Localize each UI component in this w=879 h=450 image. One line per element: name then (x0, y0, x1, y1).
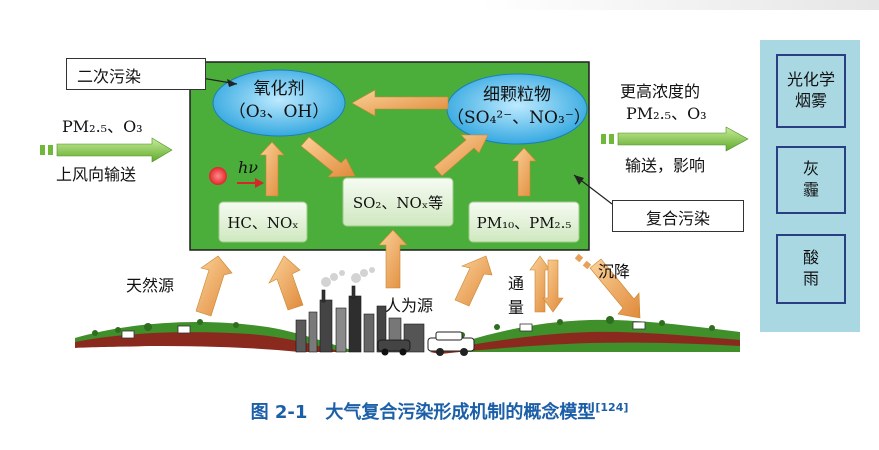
so2-nox-text: SO₂、NOₓ等 (352, 194, 444, 212)
so2-nox-card (342, 177, 454, 227)
higher-concentration-label: 更高浓度的 (620, 82, 701, 101)
hc-nox-card (218, 201, 308, 243)
outflow-arrow (601, 126, 749, 152)
ground-landscape (75, 316, 740, 354)
oxidant-title: 氧化剂 (253, 79, 305, 99)
flux-label-top: 通 (508, 274, 525, 293)
hc-nox-text: HC、NOₓ (227, 214, 299, 232)
particles-to-oxidant-arrow (351, 89, 449, 117)
flux-arrows (529, 255, 564, 313)
transport-influence-label: 输送，影响 (625, 156, 706, 175)
effects-panel: 光化学烟雾 灰霾 酸雨 (760, 40, 860, 332)
figure-caption-text: 图 2-1 大气复合污染形成机制的概念模型 (250, 402, 596, 423)
effect-haze: 灰霾 (776, 146, 846, 214)
effect-acid-rain: 酸雨 (776, 234, 846, 304)
natural-source-arrow-right (268, 255, 304, 311)
hv-arrow (237, 178, 264, 188)
secondary-pollution-callout: 二次污染 (66, 58, 206, 90)
effect-photochemical-smog-label: 光化学烟雾 (786, 70, 835, 110)
oxidant-to-so2-arrow (300, 136, 356, 178)
oxidant-ellipse (212, 69, 346, 137)
oxidant-species: （O₃、OH） (228, 101, 330, 122)
anthropogenic-source-label: 人为源 (385, 296, 434, 315)
pm-text: PM₁₀、PM₂.₅ (476, 214, 572, 232)
upwind-transport: 上风向输送 (56, 165, 137, 184)
so2-to-particles-arrow (433, 134, 489, 177)
figure-caption: 图 2-1 大气复合污染形成机制的概念模型[124] (0, 398, 879, 424)
city-factory (295, 285, 425, 353)
top-edge-strip (480, 0, 879, 10)
higher-concentration-species: PM₂.₅、O₃ (626, 104, 707, 123)
fine-particles-species: （SO₄²⁻、NO₃⁻） (447, 107, 591, 128)
sunlight-dot (209, 167, 227, 185)
deposition-label: 沉降 (598, 262, 631, 281)
natural-source-label: 天然源 (126, 276, 175, 295)
effect-haze-label: 灰霾 (802, 159, 819, 199)
complex-pollution-callout: 复合污染 (612, 200, 744, 232)
effect-photochemical-smog: 光化学烟雾 (776, 54, 846, 128)
pm-to-particles-arrow (511, 147, 537, 197)
hv-label: hν (238, 158, 259, 177)
deposition-arrow (589, 258, 641, 319)
vehicles (377, 331, 475, 356)
oxidant-text: 氧化剂 （O₃、OH） (213, 78, 345, 124)
smoke-plumes (321, 267, 375, 287)
upwind-species: PM₂.₅、O₃ (62, 117, 143, 136)
natural-source-arrow-left (195, 255, 233, 317)
fine-particles-text: 细颗粒物 （SO₄²⁻、NO₃⁻） (447, 84, 591, 130)
anthropogenic-arrow-right (454, 255, 493, 307)
pm-card (468, 201, 580, 243)
hc-to-oxidant-arrow (259, 141, 285, 197)
upwind-arrow (40, 137, 173, 163)
effect-acid-rain-label: 酸雨 (802, 248, 819, 288)
anthropogenic-arrow-center (378, 229, 408, 289)
figure-caption-ref: [124] (595, 401, 629, 414)
fine-particles-title: 细颗粒物 (483, 85, 551, 105)
deposition-arrow-dashes (574, 253, 592, 270)
complex-pollution-label: 复合污染 (645, 209, 710, 228)
secondary-pollution-label: 二次污染 (77, 67, 142, 86)
flux-label-bottom: 量 (508, 298, 525, 317)
